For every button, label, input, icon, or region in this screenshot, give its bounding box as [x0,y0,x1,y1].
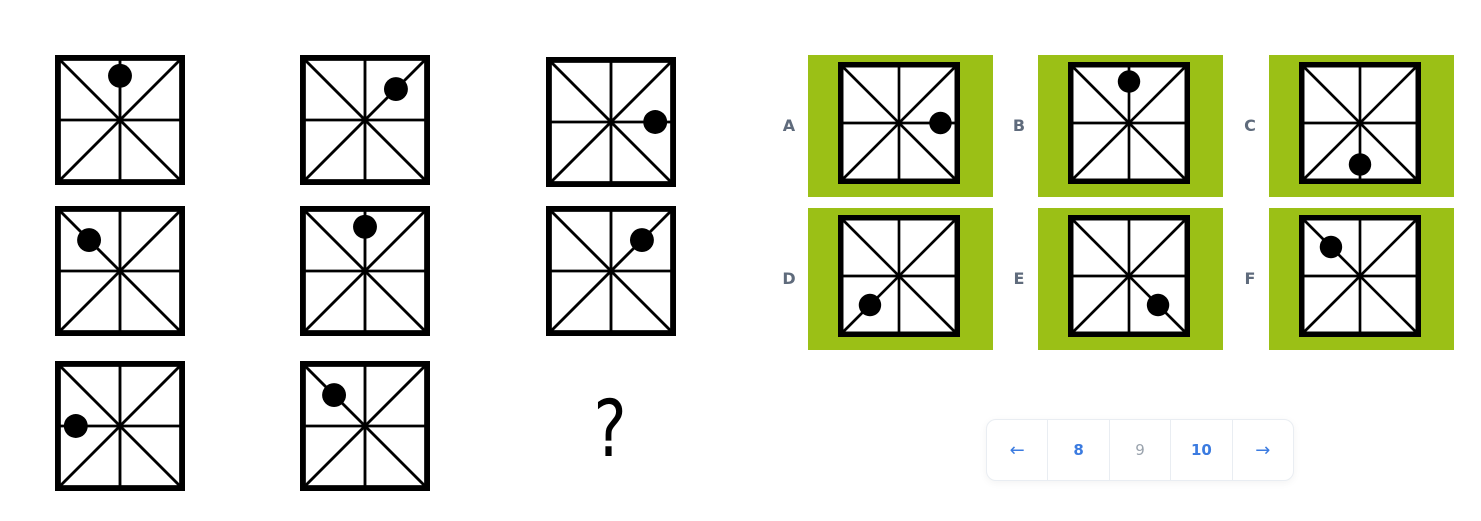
option-d[interactable]: D [770,208,1001,350]
option-e[interactable]: E [1000,208,1231,350]
puzzle-cell-1 [55,55,185,185]
square-figure [55,206,185,336]
option-b[interactable]: B [1000,55,1231,197]
black-dot [1348,153,1372,176]
square-figure [1299,62,1421,184]
black-dot [643,110,668,134]
puzzle-cell-5 [300,206,430,336]
square-figure [300,55,430,185]
square-figure [300,361,430,491]
square-figure [55,361,185,491]
option-letter-b: B [1012,116,1026,135]
black-dot [353,214,377,239]
black-dot [1117,70,1141,93]
square-figure [838,215,960,337]
option-panel-d[interactable] [808,208,993,350]
puzzle-cell-2 [300,55,430,185]
page-button-8[interactable]: 8 [1048,420,1110,480]
option-a[interactable]: A [770,55,1001,197]
puzzle-cell-4 [55,206,185,336]
option-letter-a: A [782,116,796,135]
black-dot [1146,293,1170,317]
answer-options: A B C D E F [770,0,1481,521]
option-panel-e[interactable] [1038,208,1223,350]
page-button-9-current[interactable]: 9 [1110,420,1172,480]
option-letter-d: D [782,269,796,288]
square-figure [300,206,430,336]
option-letter-f: F [1244,269,1256,288]
arrow-right-icon: → [1255,439,1271,461]
option-panel-b[interactable] [1038,55,1223,197]
black-dot [858,293,882,317]
option-letter-c: C [1244,116,1256,135]
square-figure [55,55,185,185]
square-figure [1068,215,1190,337]
black-dot [1319,235,1343,259]
square-figure [546,206,676,336]
option-panel-c[interactable] [1269,55,1454,197]
option-letter-e: E [1013,269,1025,288]
arrow-left-icon: ← [1009,439,1025,461]
black-dot [322,383,347,408]
prev-page-button[interactable]: ← [987,420,1049,480]
option-panel-a[interactable] [808,55,993,197]
puzzle-grid: ? [55,55,676,491]
option-c[interactable]: C [1231,55,1462,197]
black-dot [77,228,102,253]
puzzle-cell-7 [55,361,185,491]
puzzle-cell-6 [546,206,676,336]
option-panel-f[interactable] [1269,208,1454,350]
square-figure [546,57,676,187]
black-dot [929,111,952,135]
next-page-button[interactable]: → [1233,420,1293,480]
square-figure [838,62,960,184]
option-f[interactable]: F [1231,208,1462,350]
puzzle-cell-8 [300,361,430,491]
square-figure [1299,215,1421,337]
question-mark: ? [593,385,627,475]
puzzle-cell-3 [546,57,676,187]
black-dot [629,228,654,253]
page-button-10[interactable]: 10 [1171,420,1233,480]
square-figure [1068,62,1190,184]
pagination: ← 8 9 10 → [986,419,1294,481]
black-dot [383,77,408,102]
black-dot [63,414,88,438]
black-dot [108,63,132,88]
